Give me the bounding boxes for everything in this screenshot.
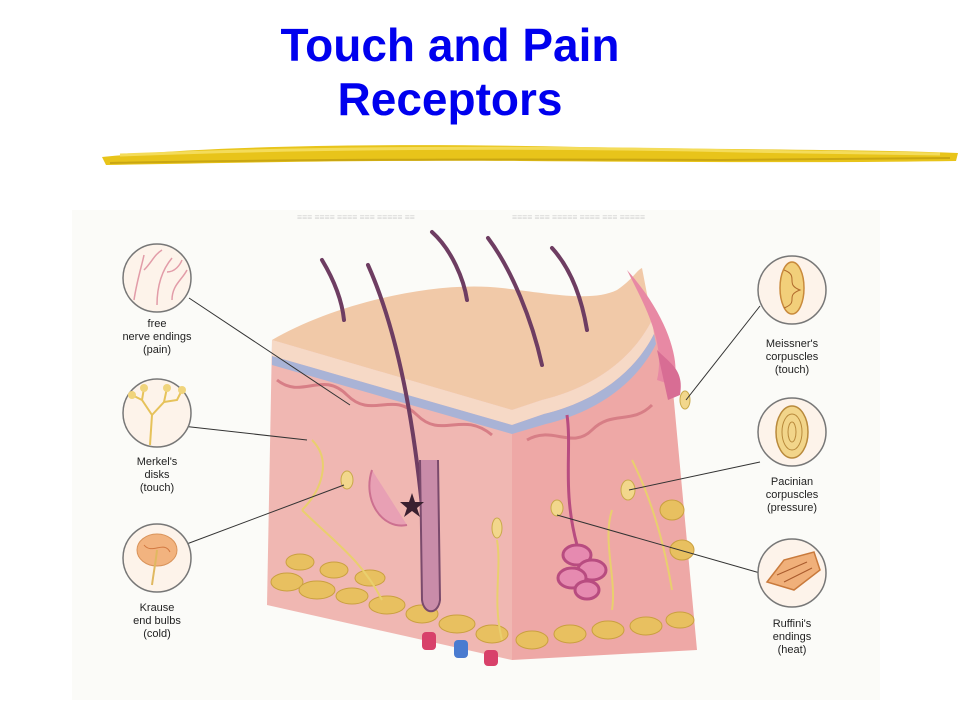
ruffinis-endings-icon (757, 538, 827, 608)
merkels-disks-icon (122, 378, 192, 448)
label-free-nerve-endings: free nerve endings (pain) (122, 318, 192, 356)
krause-end-bulbs-icon (122, 523, 192, 593)
title-line-1: Touch and Pain (280, 19, 620, 71)
bleed-through-text: ≡≡≡ ≡≡≡≡ ≡≡≡≡ ≡≡≡ ≡≡≡≡≡ ≡≡ (297, 212, 415, 222)
title-line-2: Receptors (337, 73, 563, 125)
label-ruffinis-endings: Ruffini's endings (heat) (772, 618, 812, 656)
yellow-brush-stroke (102, 145, 958, 165)
label-krause-end-bulbs: Krause end bulbs (cold) (133, 602, 181, 640)
label-meissners-corpuscles: Meissner's corpuscles (touch) (765, 338, 819, 376)
bleed-through-text: ≡≡≡≡ ≡≡≡ ≡≡≡≡≡ ≡≡≡≡ ≡≡≡ ≡≡≡≡≡ (512, 212, 646, 222)
pacinian-corpuscles-icon (757, 397, 827, 467)
slide-title: Touch and Pain Receptors (0, 18, 900, 126)
meissners-corpuscles-icon (757, 255, 827, 325)
label-pacinian-corpuscles: Pacinian corpuscles (pressure) (765, 476, 819, 514)
skin-block-illustration (122, 230, 827, 666)
label-merkels-disks: Merkel's disks (touch) (136, 456, 178, 494)
free-nerve-endings-icon (122, 243, 192, 313)
skin-receptor-diagram: ≡≡≡ ≡≡≡≡ ≡≡≡≡ ≡≡≡ ≡≡≡≡≡ ≡≡ ≡≡≡≡ ≡≡≡ ≡≡≡≡… (72, 210, 880, 700)
